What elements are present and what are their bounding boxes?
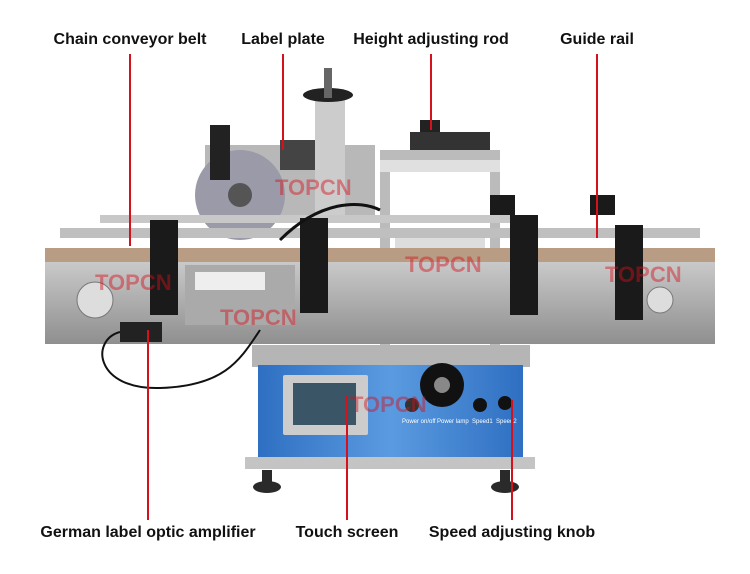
- leader-line: [596, 54, 598, 238]
- leader-line: [511, 400, 513, 520]
- leader-line: [430, 54, 432, 130]
- leader-line: [129, 54, 131, 246]
- leader-line: [147, 330, 149, 520]
- leader-line: [282, 54, 284, 150]
- watermark: TOPCN: [275, 175, 352, 200]
- leader-line: [346, 396, 348, 520]
- label-plate: [195, 68, 375, 240]
- watermark: TOPCN: [405, 252, 482, 277]
- guide-rail: [60, 228, 700, 238]
- callout-label-plate: Label plate: [241, 31, 325, 48]
- switch-label: Power lamp: [437, 419, 469, 425]
- switch-label: Power on/off: [402, 419, 436, 425]
- touch-screen[interactable]: [293, 383, 356, 425]
- callout-height-adjusting-rod: Height adjusting rod: [353, 31, 509, 48]
- callout-touch-screen: Touch screen: [295, 524, 399, 541]
- callout-speed-adjusting-knob: Speed adjusting knob: [428, 524, 596, 541]
- callout-optic-amplifier: German label optic amplifier: [40, 524, 256, 541]
- callout-guide-rail: Guide rail: [560, 31, 634, 48]
- watermark: TOPCN: [220, 305, 297, 330]
- watermark: TOPCN: [350, 392, 427, 417]
- callout-chain-conveyor-belt: Chain conveyor belt: [53, 31, 207, 48]
- watermark: TOPCN: [95, 270, 172, 295]
- switch-label: Speed1: [472, 419, 493, 425]
- switch-label: Speed2: [496, 419, 517, 425]
- optic-amplifier: [120, 322, 162, 342]
- watermark: TOPCN: [605, 262, 682, 287]
- height-adjusting-rod: [380, 120, 500, 360]
